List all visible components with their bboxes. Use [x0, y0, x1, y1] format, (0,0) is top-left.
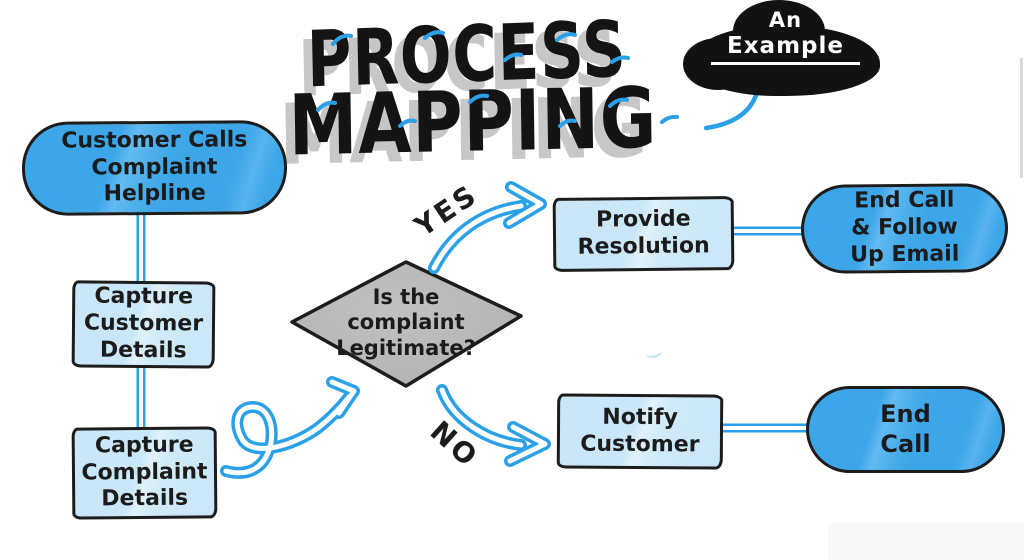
- node-decision-label: Is the complaint Legitimate?: [336, 285, 476, 360]
- decision-diamond: [290, 260, 523, 388]
- badge-blob: [733, 0, 825, 62]
- flow-arrows: [220, 181, 551, 479]
- node-capture-customer-details: Capture Customer Details: [71, 280, 216, 369]
- badge-text: An Example: [683, 8, 888, 65]
- node-end-call-terminator: End Call: [806, 386, 1005, 473]
- node-start-terminator: Customer Calls Complaint Helpline: [21, 120, 288, 216]
- double-line-connectors: [136, 206, 815, 437]
- page-title-line2: MAPPING: [288, 70, 658, 175]
- node-capture-complaint-details: Capture Complaint Details: [71, 426, 218, 520]
- node-notify-customer: Notify Customer: [556, 393, 724, 470]
- badge-connector: [703, 89, 760, 131]
- node-end-call-follow-up-terminator: End Call & Follow Up Email: [800, 183, 1009, 274]
- node-provide-resolution: Provide Resolution: [552, 196, 735, 272]
- example-badge: An Example: [683, 0, 888, 108]
- right-edge-smudge: [1020, 58, 1023, 178]
- badge-word-example: Example: [711, 32, 860, 65]
- bottom-right-shadow: [828, 523, 1024, 560]
- badge-word-an: An: [768, 8, 803, 32]
